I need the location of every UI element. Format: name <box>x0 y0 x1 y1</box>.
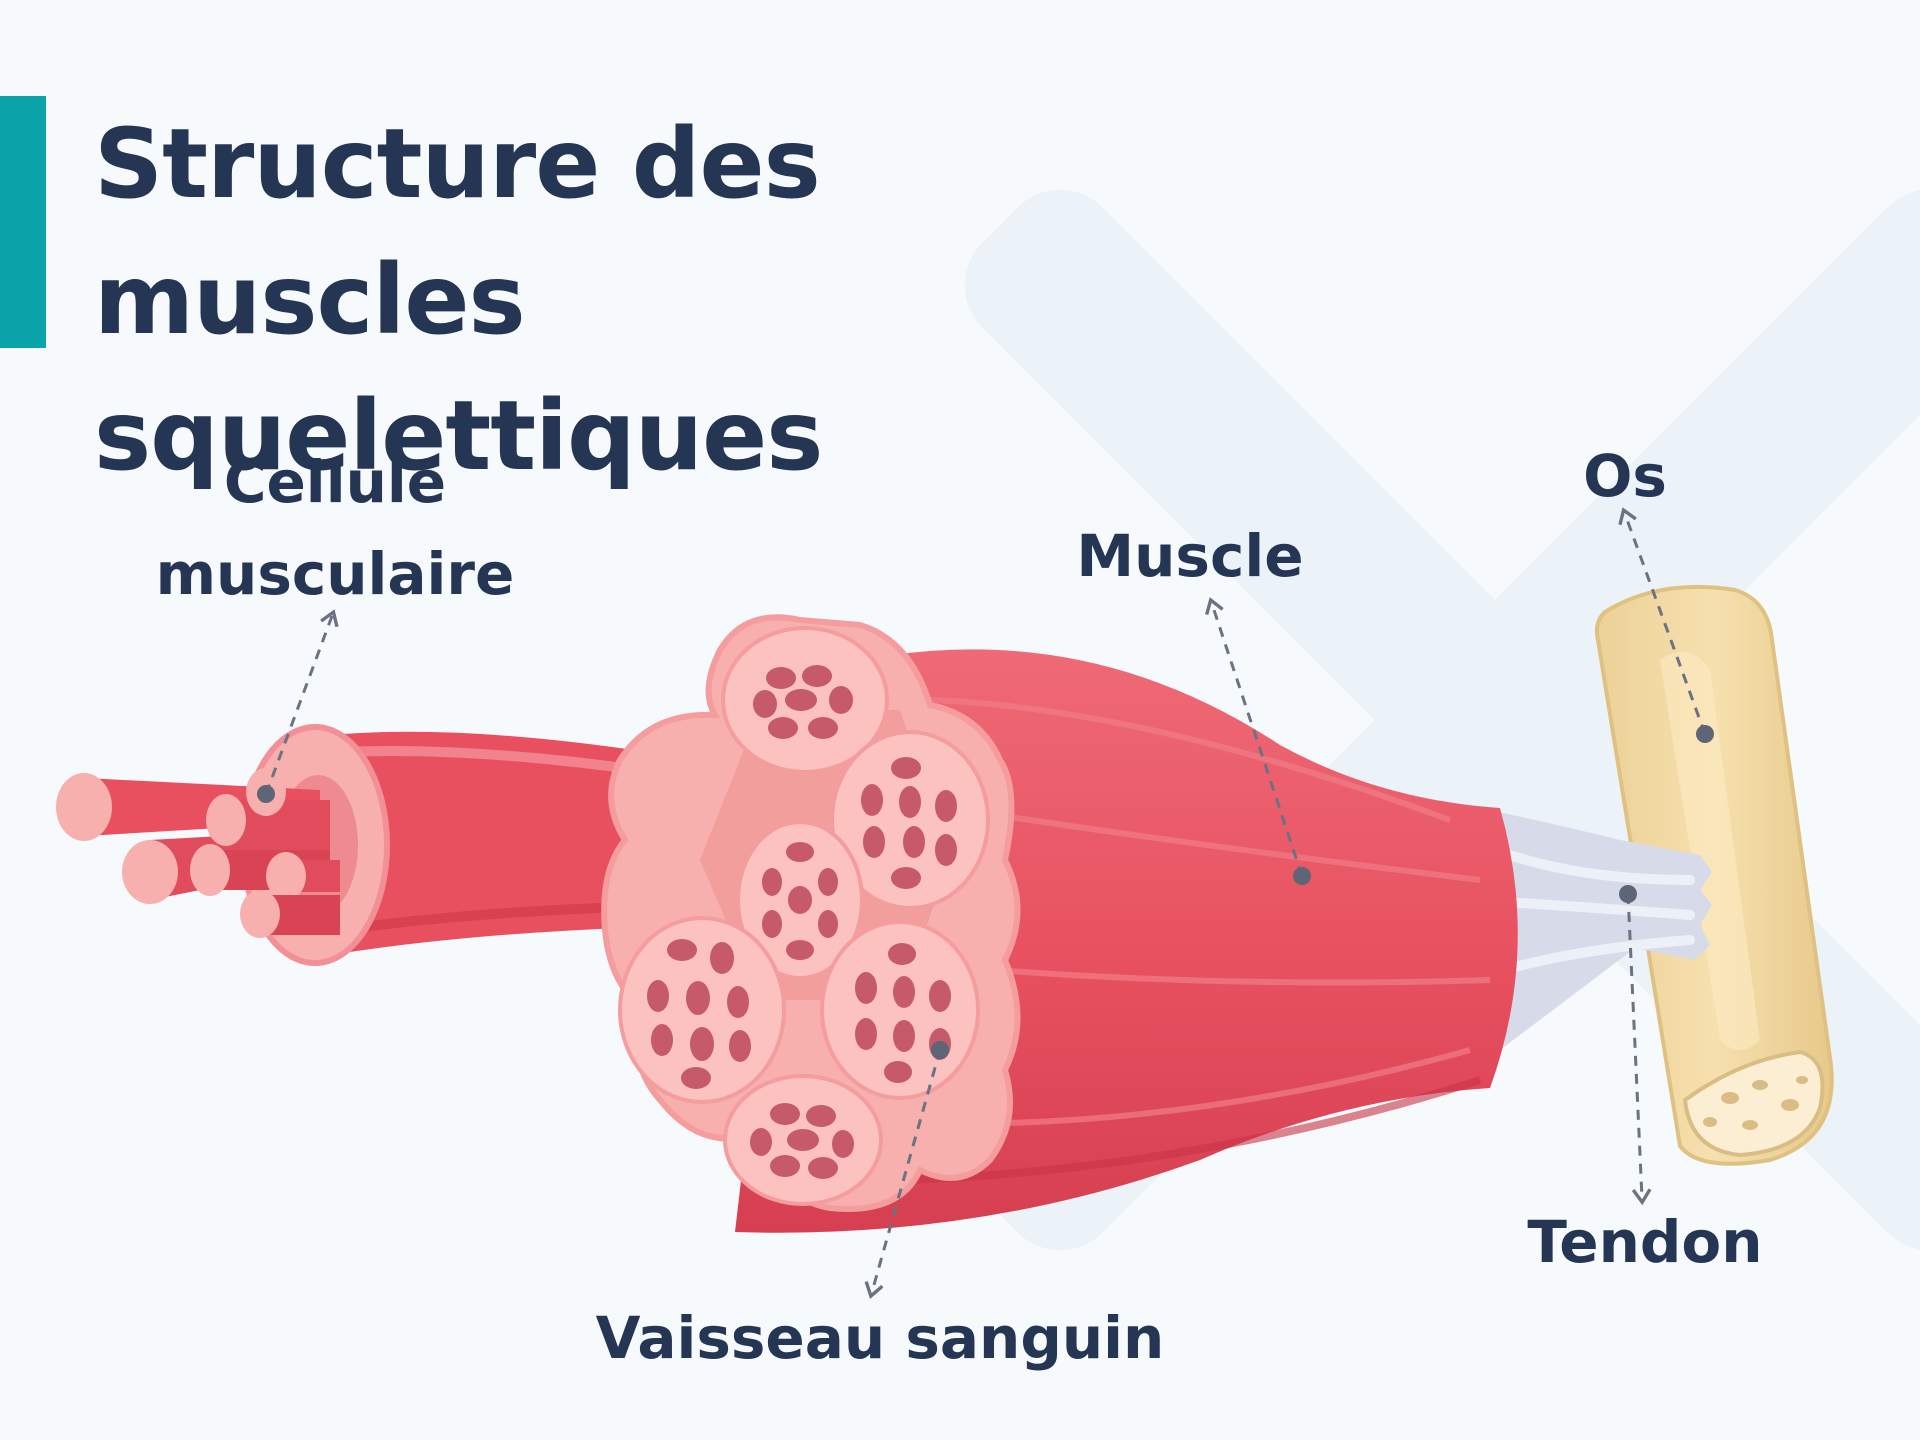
pointer-dot-vessel <box>931 1041 949 1059</box>
pointer-dot-bone <box>1696 725 1714 743</box>
pointer-dot-cell <box>257 785 275 803</box>
label-cell: Cellule musculaire <box>130 436 540 620</box>
label-cell-line-1: Cellule <box>223 448 447 516</box>
title-accent-bar <box>0 96 46 348</box>
label-cell-line-2: musculaire <box>155 540 515 608</box>
title-line-2: squelettiques <box>94 380 823 492</box>
label-tendon: Tendon <box>1527 1208 1763 1276</box>
label-muscle: Muscle <box>1076 522 1304 590</box>
leader-line-cell <box>264 609 339 795</box>
leader-line-bone <box>1618 507 1707 735</box>
muscle-fibers-shape <box>56 768 340 938</box>
page-title: Structure des muscles squelettiques <box>94 96 1194 504</box>
leader-line-vessel <box>864 1049 942 1299</box>
pointer-dot-muscle <box>1293 867 1311 885</box>
label-bone: Os <box>1583 442 1667 510</box>
pointer-dot-tendon <box>1619 885 1637 903</box>
leader-line-muscle <box>1205 597 1304 877</box>
label-blood-vessel: Vaisseau sanguin <box>595 1304 1165 1372</box>
bone-shape <box>1594 584 1834 1166</box>
title-line-1: Structure des muscles <box>94 108 821 356</box>
leader-line-tendon <box>1626 893 1652 1206</box>
